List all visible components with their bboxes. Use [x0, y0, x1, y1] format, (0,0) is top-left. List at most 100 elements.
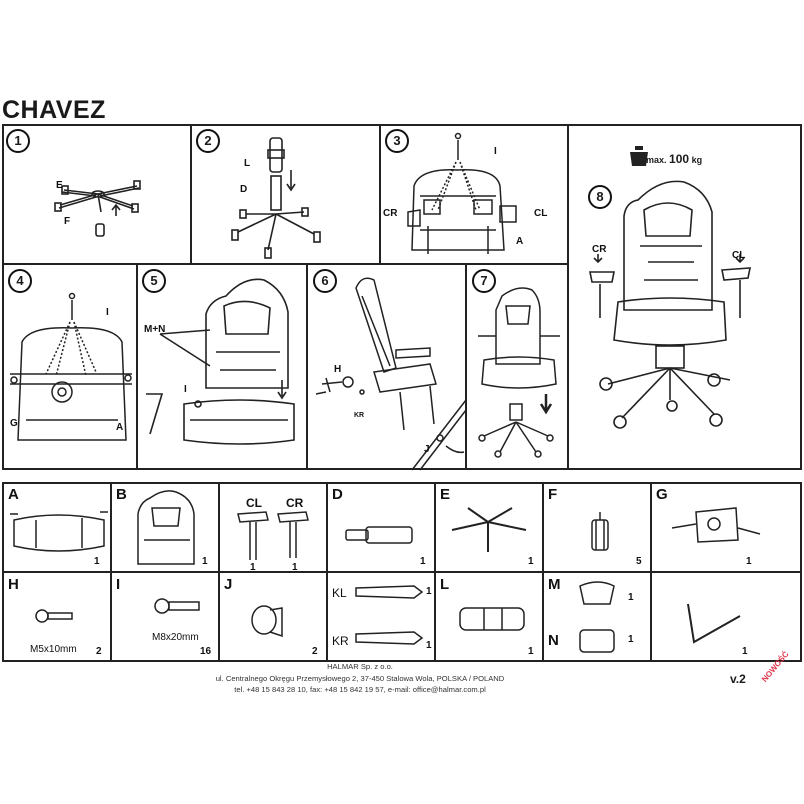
divider	[465, 263, 467, 470]
part-c-qty-cr: 1	[292, 562, 298, 573]
company-address: ul. Centralnego Okręgu Przemysłowego 2, …	[215, 673, 505, 683]
step-1-label-f: F	[64, 216, 71, 227]
step-6-label-kr: KR	[354, 412, 365, 419]
company-contact: tel. +48 15 843 28 10, fax: +48 15 842 1…	[234, 685, 486, 694]
part-h-size: M5x10mm	[30, 644, 77, 655]
steps-frame	[2, 124, 802, 470]
part-c-label-cl: CL	[246, 496, 262, 510]
part-f-qty: 5	[636, 556, 642, 567]
part-m-letter: M	[548, 576, 561, 593]
part-i-letter: I	[116, 576, 121, 593]
step-3-label-cr: CR	[383, 208, 398, 219]
part-g-qty: 1	[746, 556, 752, 567]
step-2-label-l: L	[244, 158, 251, 169]
step-7-number: 7	[472, 269, 496, 293]
step-6-number: 6	[313, 269, 337, 293]
part-a-qty: 1	[94, 556, 100, 567]
divider	[218, 482, 220, 662]
max-load-label: max. 100 kg	[646, 152, 703, 166]
part-b-letter: B	[116, 486, 127, 503]
divider	[542, 482, 544, 662]
part-j-qty: 2	[312, 646, 318, 657]
part-k-qty-kr: 1	[426, 640, 432, 651]
divider	[567, 124, 569, 470]
product-title: CHAVEZ	[2, 96, 106, 124]
part-n-letter: N	[548, 632, 559, 649]
step-6-label-j: J	[424, 444, 430, 455]
part-d-qty: 1	[420, 556, 426, 567]
step-5-label-i: I	[184, 384, 187, 395]
part-g-letter: G	[656, 486, 668, 503]
step-3-label-cl: CL	[534, 208, 548, 219]
part-c-label-cr: CR	[286, 496, 304, 510]
step-6-label-h: H	[334, 364, 342, 375]
part-j-letter: J	[224, 576, 233, 593]
divider	[379, 124, 381, 264]
step-8-number: 8	[588, 185, 612, 209]
divider	[650, 482, 652, 662]
part-m-qty: 1	[628, 592, 634, 603]
step-8-label-cl: CL	[732, 250, 746, 261]
version-label: v.2	[730, 672, 746, 686]
step-4-label-i: I	[106, 307, 109, 318]
part-h-letter: H	[8, 576, 19, 593]
part-f-letter: F	[548, 486, 558, 503]
part-k-qty-kl: 1	[426, 586, 432, 597]
part-e-letter: E	[440, 486, 451, 503]
step-4-label-g: G	[10, 418, 18, 429]
divider	[136, 263, 138, 470]
step-3-label-a: A	[516, 236, 524, 247]
divider	[110, 482, 112, 662]
company-name: HALMAR Sp. z o.o.	[327, 662, 393, 671]
part-d-letter: D	[332, 486, 343, 503]
part-e-qty: 1	[528, 556, 534, 567]
step-2-number: 2	[196, 129, 220, 153]
part-k-label-kr: KR	[332, 634, 349, 648]
step-1-number: 1	[6, 129, 30, 153]
part-a-letter: A	[8, 486, 19, 503]
step-4-number: 4	[8, 269, 32, 293]
part-l-letter: L	[440, 576, 450, 593]
step-1-label-e: E	[56, 180, 63, 191]
divider	[190, 124, 192, 264]
step-4-label-a: A	[116, 422, 124, 433]
part-k-label-kl: KL	[332, 586, 347, 600]
company-footer: HALMAR Sp. z o.o. ul. Centralnego Okręgu…	[150, 661, 570, 696]
step-5-number: 5	[142, 269, 166, 293]
step-5-label-mn: M+N	[144, 324, 166, 335]
part-l-qty: 1	[528, 646, 534, 657]
divider	[306, 263, 308, 470]
step-2-label-d: D	[240, 184, 248, 195]
part-h-qty: 2	[96, 646, 102, 657]
divider	[434, 482, 436, 662]
part-n-qty: 1	[628, 634, 634, 645]
divider	[2, 571, 802, 573]
part-c-qty-cl: 1	[250, 562, 256, 573]
divider	[2, 263, 568, 265]
part-i-size: M8x20mm	[152, 632, 199, 643]
hex-key-qty: 1	[742, 646, 748, 657]
step-3-number: 3	[385, 129, 409, 153]
